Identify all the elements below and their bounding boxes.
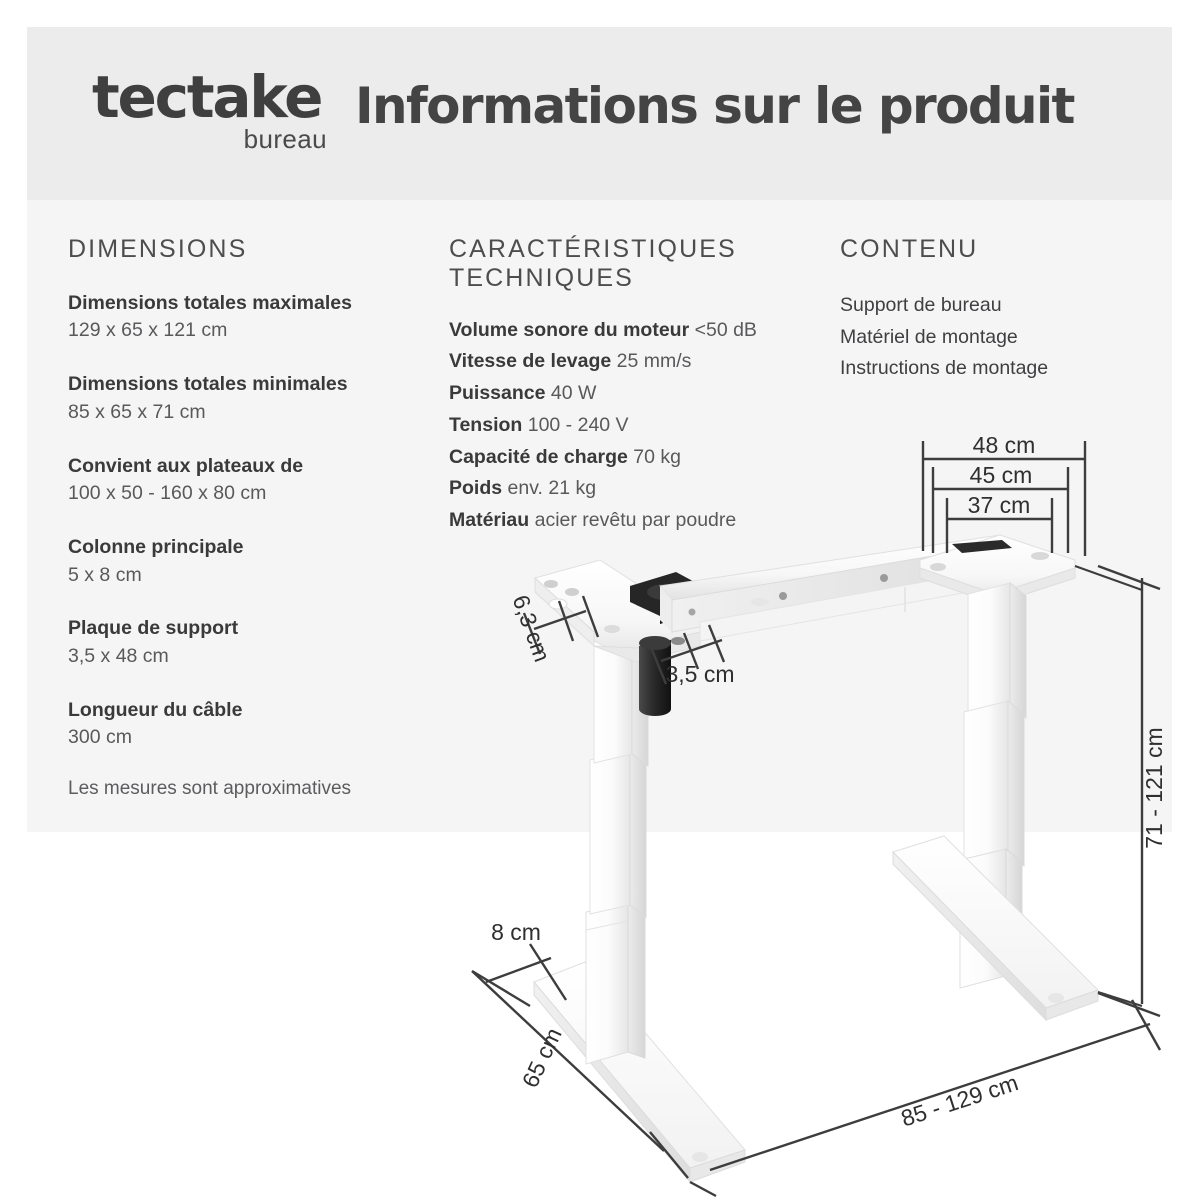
- spec-key: Matériau: [449, 509, 530, 532]
- package-contents-column: CONTENU Support de bureau Matériel de mo…: [840, 235, 1140, 385]
- right-foot: [892, 835, 1099, 1022]
- dimension-value: 129 x 65 x 121 cm: [68, 319, 228, 342]
- spec-key: Puissance: [449, 382, 546, 405]
- left-foot: [533, 961, 746, 1184]
- floor-perspective-lines: [689, 1180, 717, 1198]
- spec-value: acier revêtu par poudre: [534, 509, 737, 532]
- spec-row: Capacité de charge 70 kg: [449, 442, 829, 474]
- dimension-value: 5 x 8 cm: [68, 563, 142, 586]
- spec-row: Volume sonore du moteur <50 dB: [449, 315, 829, 347]
- dimension-label: Longueur du câble: [68, 698, 243, 721]
- header-background-band: [27, 27, 1172, 200]
- dimensions-heading: DIMENSIONS: [68, 235, 248, 263]
- dimension-entry: Dimensions totales minimales 85 x 65 x 7…: [68, 371, 428, 426]
- measurement-disclaimer: Les mesures sont approximatives: [68, 778, 352, 799]
- technical-specs-column: CARACTÉRISTIQUES TECHNIQUES Volume sonor…: [449, 235, 829, 537]
- label-65cm: 65 cm: [517, 1024, 567, 1092]
- content-item: Matériel de montage: [840, 325, 1018, 348]
- spec-key: Tension: [449, 413, 523, 436]
- dimension-label: Dimensions totales maximales: [68, 291, 352, 314]
- dimension-label: Colonne principale: [68, 535, 244, 558]
- label-width-range: 85 - 129 cm: [898, 1069, 1022, 1131]
- spec-row: Vitesse de levage 25 mm/s: [449, 346, 829, 378]
- spec-value: 100 - 240 V: [527, 413, 629, 436]
- spec-value: 70 kg: [633, 445, 681, 468]
- dimension-value: 85 x 65 x 71 cm: [68, 400, 206, 423]
- spec-row: Tension 100 - 240 V: [449, 410, 829, 442]
- dimension-label: Dimensions totales minimales: [68, 373, 348, 396]
- spec-value: <50 dB: [694, 318, 757, 341]
- spec-key: Capacité de charge: [449, 445, 628, 468]
- dimension-value: 100 x 50 - 160 x 80 cm: [68, 482, 267, 505]
- spec-key: Volume sonore du moteur: [449, 318, 690, 341]
- logo-wordmark: tectake: [92, 63, 323, 131]
- dimension-entry: Convient aux plateaux de 100 x 50 - 160 …: [68, 453, 428, 508]
- spec-row: Matériau acier revêtu par poudre: [449, 505, 829, 537]
- dimensions-column: DIMENSIONS Dimensions totales maximales …: [68, 235, 428, 800]
- dimension-label: Plaque de support: [68, 617, 239, 640]
- package-contents-heading: CONTENU: [840, 235, 979, 263]
- content-item: Instructions de montage: [840, 357, 1049, 380]
- content-item: Support de bureau: [840, 293, 1002, 316]
- dimension-value: 300 cm: [68, 726, 132, 749]
- dimension-entry: Plaque de support 3,5 x 48 cm: [68, 615, 428, 670]
- spec-value: 40 W: [550, 382, 597, 405]
- logo-subtitle: bureau: [243, 124, 327, 154]
- tectake-logo: tectake bureau: [92, 68, 327, 158]
- spec-value: env. 21 kg: [507, 477, 597, 500]
- spec-value: 25 mm/s: [616, 350, 692, 373]
- dimension-entry: Colonne principale 5 x 8 cm: [68, 534, 428, 589]
- spec-key: Poids: [449, 477, 503, 500]
- page-title: Informations sur le produit: [355, 77, 1075, 135]
- spec-key: Vitesse de levage: [449, 350, 612, 373]
- dimension-entry: Dimensions totales maximales 129 x 65 x …: [68, 290, 428, 345]
- dimension-value: 3,5 x 48 cm: [68, 644, 169, 667]
- right-lower-column: [959, 847, 1023, 989]
- spec-row: Puissance 40 W: [449, 378, 829, 410]
- left-lower-column: [585, 901, 646, 1065]
- label-8cm: 8 cm: [491, 919, 541, 945]
- technical-specs-heading: CARACTÉRISTIQUES TECHNIQUES: [449, 235, 737, 292]
- dimension-label: Convient aux plateaux de: [68, 454, 304, 477]
- spec-row: Poids env. 21 kg: [449, 473, 829, 505]
- dimension-entry: Longueur du câble 300 cm: [68, 697, 428, 752]
